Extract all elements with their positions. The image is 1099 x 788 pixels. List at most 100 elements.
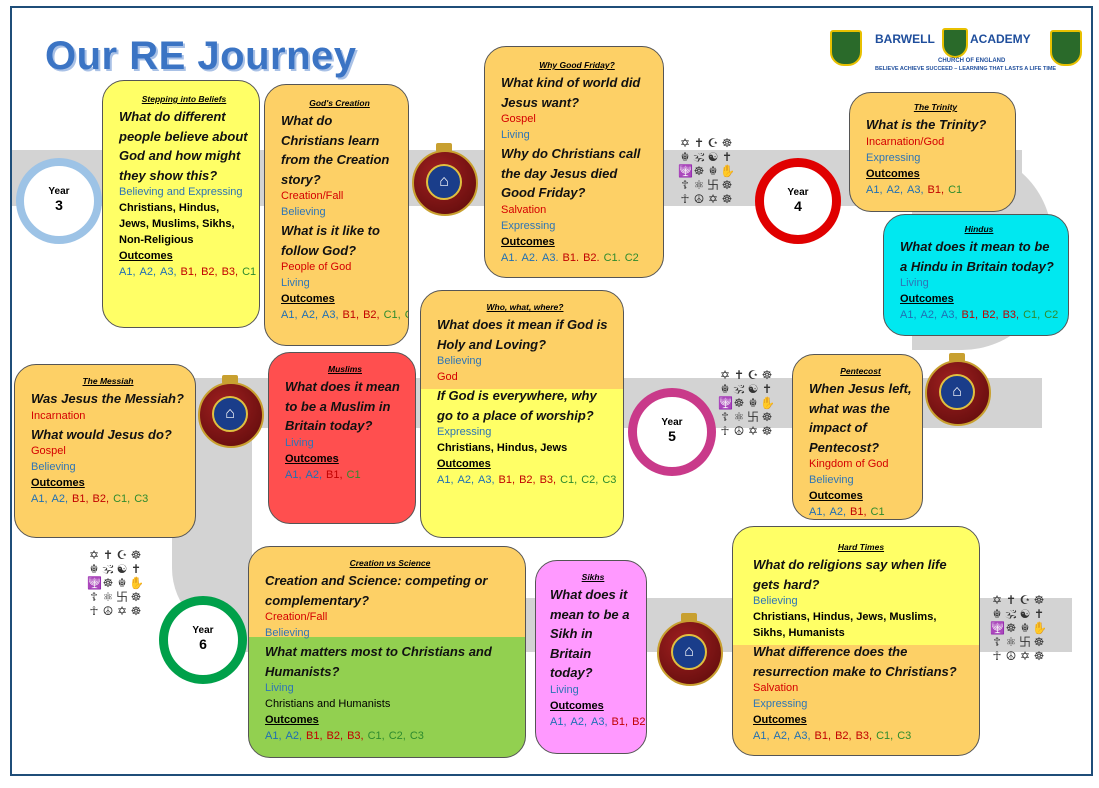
outcomes-list: A1,A2,B1,B2,C1,C3 (31, 492, 185, 508)
outcome-code: B1, (927, 183, 945, 196)
religious-symbol-icon: ✝ (693, 136, 705, 150)
card-question: What kind of world did Jesus want? (501, 75, 641, 110)
outcomes-label: Outcomes (900, 293, 954, 306)
card-question: What does it mean to be a Sikh in Britai… (550, 587, 630, 681)
religious-symbol-icon: ☬ (680, 150, 690, 164)
outcome-code: B2, (201, 266, 218, 278)
outcome-code: C2, (581, 474, 599, 486)
outcome-code: A3, (322, 309, 339, 321)
religious-symbol-icon: ☯ (1019, 607, 1031, 621)
outcome-code: A2, (886, 183, 904, 196)
card-why-good-friday: Why Good Friday? What kind of world did … (484, 46, 664, 278)
religious-symbol-icon: ☸ (1033, 649, 1045, 663)
outcomes-label: Outcomes (550, 699, 604, 712)
outcome-code: A1, (900, 309, 917, 322)
religious-symbol-icon: ✡ (1019, 649, 1031, 663)
religious-symbol-icon: ☸ (721, 192, 733, 206)
outcome-code: C1 (242, 266, 257, 278)
religious-symbol-icon: ☬ (708, 164, 718, 178)
outcome-code: B1, (180, 266, 198, 278)
religious-symbol-icon: ☯ (116, 562, 128, 576)
religious-symbol-icon: ☬ (1020, 621, 1030, 635)
outcome-code: B2, (92, 493, 110, 506)
outcome-code: B2, (363, 309, 380, 321)
religious-symbol-icon: ✋ (720, 164, 735, 178)
outcome-code: A3, (591, 715, 608, 728)
religious-symbol-icon: 🕎 (718, 396, 733, 410)
card-the-messiah: The Messiah Was Jesus the Messiah? Incar… (14, 364, 196, 538)
religious-symbol-icon: ☸ (721, 178, 733, 192)
card-strand: Expressing (437, 426, 492, 439)
religious-symbol-icon: ✡ (719, 368, 731, 382)
card-strand: Expressing (753, 698, 808, 711)
card-concept: Gospel (31, 445, 66, 458)
religious-symbol-icon: ✡ (707, 192, 719, 206)
outcomes-list: A1.A2.A3.B1.B2.C1.C2 (501, 251, 653, 267)
outcome-code: C1 (870, 506, 885, 519)
religious-symbol-icon: ☬ (748, 396, 758, 410)
religious-symbol-icon: ☸ (761, 368, 773, 382)
religious-symbols-icon: ✡✝☪☸☬🕉☯✝🕎☸☬✋☦⚛卐☸☥☮✡☸ (678, 136, 735, 206)
card-question: If God is everywhere, why go to a place … (437, 388, 597, 423)
religious-symbol-icon: ☮ (102, 604, 114, 618)
outcome-code: C1 (346, 468, 361, 481)
religious-symbols-icon: ✡✝☪☸☬🕉☯✝🕎☸☬✋☦⚛卐☸☥☮✡☸ (990, 593, 1047, 663)
outcome-code: B1, (611, 715, 629, 728)
card-question: What would Jesus do? (31, 426, 172, 442)
outcome-code: C1, (560, 474, 578, 486)
outcome-code: A2, (829, 506, 847, 519)
outcomes-list: A1,A2,A3,B1,C1 (866, 183, 1005, 199)
outcome-code: A2, (305, 468, 323, 481)
outcome-code: C2, (388, 730, 406, 742)
card-pentecost: Pentecost When Jesus left, what was the … (792, 354, 923, 520)
outcome-code: C1, (1023, 309, 1041, 322)
religious-symbol-icon: ☬ (720, 382, 730, 396)
outcome-code: B1, (326, 468, 343, 481)
outcome-code: B1, (498, 474, 516, 486)
crest-icon (1050, 30, 1082, 66)
card-strand: Believing (809, 474, 854, 487)
outcome-code: B1, (306, 730, 323, 742)
crest-icon (830, 30, 862, 66)
card-question: When Jesus left, what was the impact of … (809, 381, 912, 455)
outcome-code: A3, (478, 474, 495, 486)
card-strand: Believing and Expressing (119, 186, 243, 199)
school-subtitle: CHURCH OF ENGLAND (938, 58, 1006, 64)
card-creation-vs-science: Creation vs Science Creation and Science… (248, 546, 526, 758)
religious-symbol-icon: 卐 (706, 178, 719, 192)
outcome-code: B1, (814, 729, 832, 742)
outcome-code: C1, (367, 730, 385, 742)
card-title: God's Creation (309, 98, 370, 108)
outcomes-list: A1,A2,A3,B1,B2,B3,C1,C3 (753, 729, 969, 745)
card-concept: Gospel (501, 113, 536, 126)
outcome-code: C2 (624, 251, 639, 264)
outcome-code: A3. (542, 251, 559, 264)
card-strand: Expressing (866, 151, 921, 164)
religious-symbol-icon: 🕉 (1005, 607, 1017, 621)
outcome-code: B3, (1002, 309, 1020, 322)
religious-symbol-icon: ☬ (89, 562, 99, 576)
outcome-code: C2, (405, 309, 408, 321)
card-who-what-where: Who, what, where? What does it mean if G… (420, 290, 624, 538)
outcome-code: B2. (583, 251, 600, 264)
crest-icon (942, 28, 968, 58)
outcome-code: B1, (72, 493, 89, 506)
religious-symbol-icon: ☸ (130, 604, 142, 618)
outcomes-label: Outcomes (809, 490, 863, 503)
card-title: Hard Times (837, 542, 885, 552)
religious-symbol-icon: ☥ (680, 192, 690, 206)
card-strand: Believing (281, 206, 326, 219)
religious-symbol-icon: ⚛ (693, 178, 705, 192)
nativity-bauble-icon: ⌂ (198, 375, 264, 448)
card-strand: Believing (437, 355, 482, 368)
card-strand: Expressing (501, 219, 556, 232)
card-gods-creation: God's Creation What do Christians learn … (264, 84, 409, 346)
religious-symbol-icon: ✝ (733, 368, 745, 382)
outcomes-list: A1,A2,A3,B1,B2,B3,C1,C2 (900, 308, 1058, 324)
religious-symbol-icon: ☥ (720, 424, 730, 438)
card-concept: Salvation (501, 203, 547, 216)
religious-symbol-icon: ☯ (747, 382, 759, 396)
school-tagline: BELIEVE ACHIEVE SUCCEED – LEARNING THAT … (875, 66, 1057, 72)
school-name-right: ACADEMY (970, 32, 1031, 46)
